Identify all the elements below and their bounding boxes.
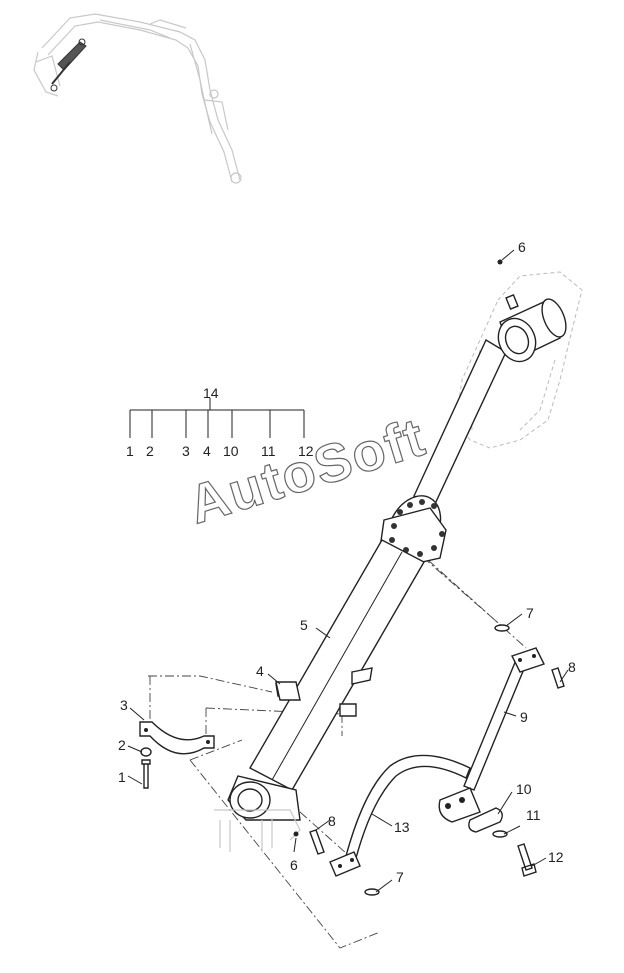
- callout-2: 2: [118, 737, 126, 753]
- clamp-bracket: [275, 681, 301, 701]
- assembly-item: 11: [261, 443, 276, 459]
- rod-eye: [497, 294, 567, 363]
- callout-6-top: 6: [518, 239, 526, 255]
- flange-10: [468, 807, 503, 833]
- bottom-clevis: [214, 775, 301, 852]
- piston-rod: [413, 338, 507, 507]
- assembly-item: 2: [146, 443, 154, 459]
- bolt-8-right: [551, 667, 565, 689]
- o-ring-11: [492, 830, 508, 838]
- callout-4: 4: [256, 663, 264, 679]
- bolt-8-bottom: [309, 829, 325, 855]
- bolt-12: [517, 843, 537, 877]
- callout-11: 11: [526, 807, 541, 823]
- assembly-number: 14: [203, 385, 219, 401]
- callout-3: 3: [120, 697, 128, 713]
- assembly-item: 12: [298, 443, 314, 459]
- callout-12: 12: [548, 849, 564, 865]
- pipe-lines: [293, 259, 565, 896]
- pipe-9: [463, 659, 527, 791]
- washer: [140, 747, 152, 757]
- callout-8-right: 8: [568, 659, 576, 675]
- pipe-clamp: [139, 721, 215, 755]
- callout-9: 9: [520, 709, 528, 725]
- callout-8-bottom: 8: [328, 813, 336, 829]
- callout-6-bottom: 6: [290, 857, 298, 873]
- callout-7-bottom: 7: [396, 869, 404, 885]
- leader-lines: [127, 249, 569, 893]
- assembly-item: 4: [203, 443, 211, 459]
- callout-13: 13: [394, 819, 410, 835]
- assembly-bracket: 14 1 2 3 4 10 11 12: [126, 385, 314, 459]
- callout-5: 5: [300, 617, 308, 633]
- grease-nipple-top: [497, 259, 503, 265]
- o-ring-7-bottom: [364, 888, 380, 896]
- pipe-13: [345, 754, 471, 859]
- assembly-item: 1: [126, 443, 134, 459]
- mounting-lug: [339, 703, 357, 717]
- bolt: [141, 759, 151, 789]
- grease-nipple-bottom: [293, 831, 299, 837]
- clamp-parts: [139, 681, 301, 789]
- callout-10: 10: [516, 781, 532, 797]
- callout-7-top: 7: [526, 605, 534, 621]
- assembly-item: 10: [223, 443, 239, 459]
- callout-1: 1: [118, 769, 126, 785]
- callouts: 6 7 8 5 4 9 3 2 1 10 8 11 13 6 12 7: [118, 239, 576, 885]
- assembly-item: 3: [182, 443, 190, 459]
- o-ring-7-top: [494, 624, 510, 632]
- locator-thumbnail: [33, 13, 242, 184]
- cylinder-assembly: [214, 294, 567, 852]
